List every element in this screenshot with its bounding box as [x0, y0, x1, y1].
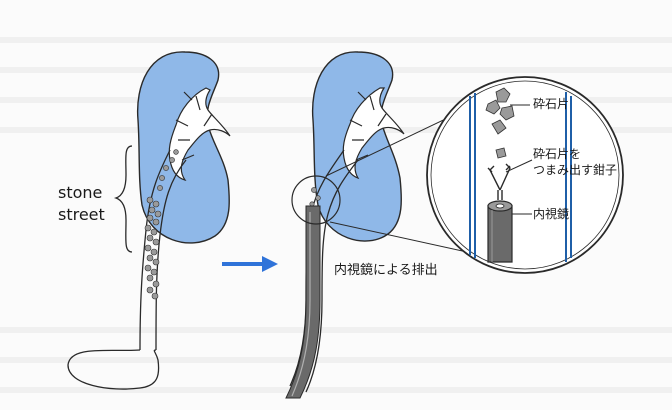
endoscope-label: 内視鏡	[533, 206, 569, 223]
stone-street-label-line1: stone	[58, 183, 102, 202]
left-bladder	[68, 350, 159, 389]
fragments-label: 砕石片	[533, 96, 569, 113]
endoscopic-removal-label: 内視鏡による排出	[334, 262, 438, 279]
forceps-label-line1: 砕石片を	[533, 146, 581, 163]
zoom-endoscope	[488, 201, 512, 262]
stone-street-brace	[116, 146, 132, 252]
stone-street-label-line2: street	[58, 205, 105, 224]
forceps-label-line2: つまみ出す鉗子	[533, 162, 617, 179]
right-arrow-icon	[222, 256, 278, 272]
endoscope-tube	[286, 206, 320, 398]
